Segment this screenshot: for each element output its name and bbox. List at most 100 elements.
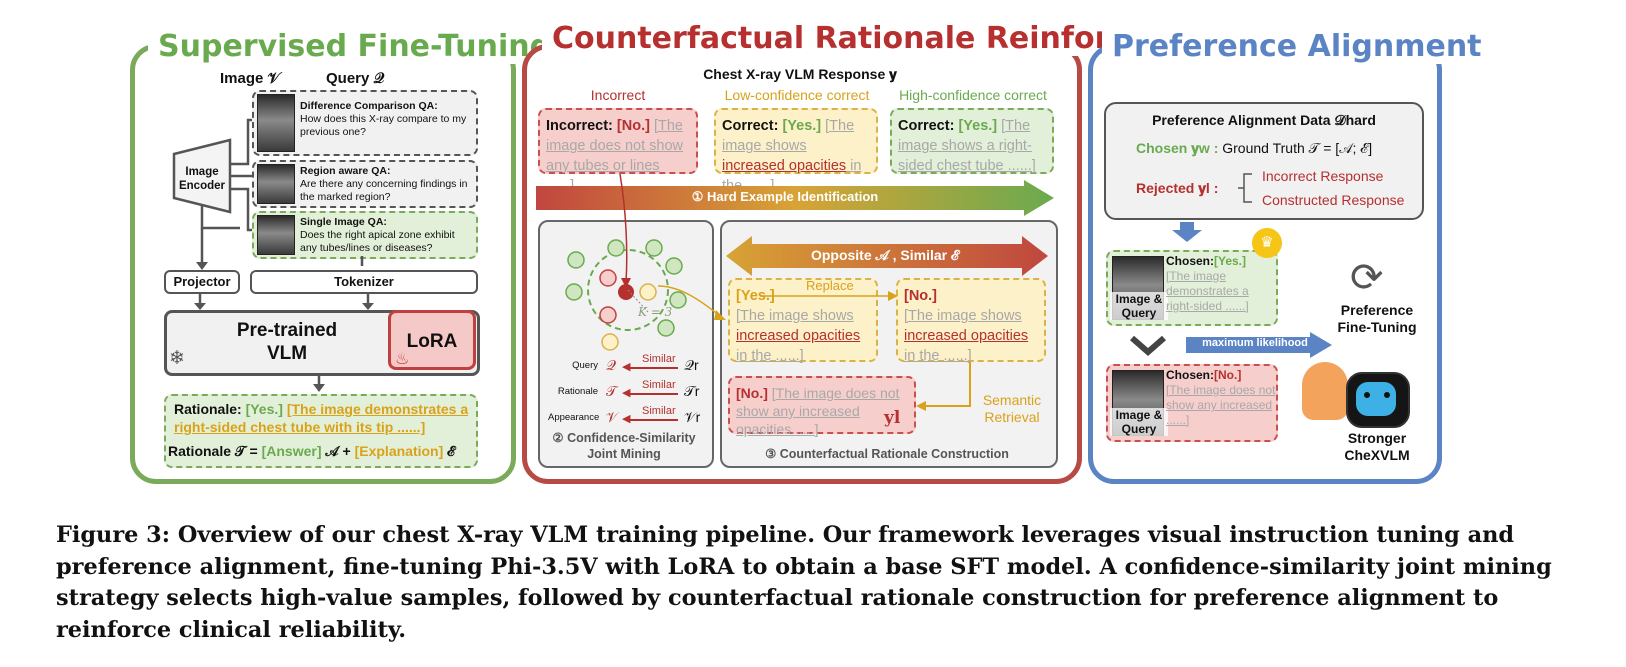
rationale-answer: [Yes.] xyxy=(245,401,283,417)
resp-text: [The image shows xyxy=(722,118,855,154)
pft-label: Preference Fine-Tuning xyxy=(1337,302,1417,335)
formula-answer: [Answer] xyxy=(261,443,322,459)
row-sym-r: 𝒯r xyxy=(684,383,700,399)
image-encoder-label: Image Encoder xyxy=(178,166,225,192)
opposite-arrow xyxy=(726,236,1048,276)
vlm-label: Pre-trained VLM xyxy=(236,320,338,364)
replace-label: Replace xyxy=(806,278,854,293)
resp-answer: [Yes.] xyxy=(782,118,822,134)
sft-title: Supervised Fine-Tuning xyxy=(148,30,562,64)
resp-answer: [No.] xyxy=(616,118,650,134)
image-encoder-shape xyxy=(172,138,232,214)
qa-text: Are there any concerning findings in the… xyxy=(300,178,468,203)
qa-text: How does this X-ray compare to my previo… xyxy=(300,113,467,138)
qa-text: Does the right apical zone exhibit any t… xyxy=(300,229,455,254)
qa-title: Region aware QA: xyxy=(300,165,391,177)
rationale-label: Rationale: xyxy=(174,401,242,417)
mining-box xyxy=(538,220,714,468)
resp-highlight: increased opacities xyxy=(722,158,847,174)
hard-example-label: ① Hard Example Identification xyxy=(691,189,879,204)
yes-box: [Yes.] [The image shows increased opacit… xyxy=(728,278,878,364)
qa-region: Region aware QA: Are there any concernin… xyxy=(252,160,478,208)
yes-answer: [Yes.] xyxy=(736,288,775,304)
refresh-icon: ⟳ xyxy=(1350,256,1384,300)
stronger-label: Stronger CheXVLM xyxy=(1344,430,1410,463)
response-lowconf: Correct: [Yes.] [The image shows increas… xyxy=(714,108,878,194)
opposite-label: Opposite 𝒜 , Similar ℰ xyxy=(810,247,960,263)
rationale-text: [The image demonstrates a right-sided ch… xyxy=(174,401,469,435)
semantic-retrieval-label: Semantic Retrieval xyxy=(982,392,1042,425)
retrieval-arrow xyxy=(916,362,971,411)
col-incorrect: Incorrect xyxy=(590,87,646,103)
rejected-item: Incorrect Response xyxy=(1262,168,1384,184)
row-similar: Similar xyxy=(642,379,676,391)
xray-thumbnail xyxy=(257,94,295,152)
resp-label: Incorrect: xyxy=(546,118,613,134)
row-sym: 𝒱 xyxy=(606,409,618,425)
yl-text: [The image does not show any increased o… xyxy=(736,385,900,437)
replace-arrow xyxy=(760,291,898,301)
muscle-icon xyxy=(1302,362,1348,420)
no-text-end: in the ......] xyxy=(904,348,972,364)
crr-title: Counterfactual Rationale Reinforce xyxy=(542,22,1158,56)
tokenizer-box: Tokenizer xyxy=(250,270,478,294)
yl-answer: [No.] xyxy=(736,385,768,401)
row-similar: Similar xyxy=(642,405,676,417)
construction-label: ③ Counterfactual Rationale Construction xyxy=(765,447,1009,461)
chevron-down-icon xyxy=(1130,335,1166,356)
yl-box: [No.] [The image does not show any incre… xyxy=(728,376,916,437)
no-box: [No.] [The image shows increased opaciti… xyxy=(896,278,1046,364)
xray-thumbnail xyxy=(257,164,295,204)
response-incorrect: Incorrect: [No.] [The image does not sho… xyxy=(538,108,698,194)
formula-prefix: Rationale 𝒯 = xyxy=(168,443,258,459)
card-img-label: Image & Query xyxy=(1110,292,1168,320)
formula-e: ℰ xyxy=(447,443,456,459)
row-sym-r: 𝒬r xyxy=(684,357,699,373)
yl-symbol: 𝐲l xyxy=(884,408,901,428)
no-answer: [No.] xyxy=(904,288,938,304)
resp-text: [The image shows a right-sided chest tub… xyxy=(898,118,1036,174)
resp-label: Correct: xyxy=(722,118,779,134)
fire-icon: ♨ xyxy=(395,351,410,368)
flow-curves xyxy=(619,173,726,320)
likelihood-arrow xyxy=(1186,332,1332,358)
yes-text: [The image shows xyxy=(736,308,854,324)
no-highlight: increased opacities xyxy=(904,328,1029,344)
snowflake-icon: ❄ xyxy=(169,348,185,369)
yes-highlight: increased opacities xyxy=(736,328,861,344)
chosen-label: Chosen 𝐲w : xyxy=(1136,140,1219,156)
row-sym: 𝒯 xyxy=(606,383,617,399)
card-chosen: Chosen: xyxy=(1166,368,1214,382)
figure-caption: Figure 3: Overview of our chest X-ray VL… xyxy=(56,522,1552,643)
sft-connectors xyxy=(172,118,374,392)
rejected-item: Constructed Response xyxy=(1262,192,1405,208)
lora-label: LoRA xyxy=(406,331,458,352)
robot-icon xyxy=(1346,372,1410,428)
query-label: Query 𝒬 xyxy=(326,70,385,87)
qa-difference: Difference Comparison QA: How does this … xyxy=(252,90,478,156)
yes-text-end: in the ......] xyxy=(736,348,804,364)
col-lowconf: Low-confidence correct xyxy=(724,87,870,103)
pa-title: Preference Alignment xyxy=(1102,30,1492,64)
lora-box: LoRA ♨ xyxy=(388,310,476,370)
mining-diagram xyxy=(565,239,687,351)
projector-box: Projector xyxy=(164,270,240,294)
response-header: Chest X-ray VLM Response 𝐲 xyxy=(703,66,897,82)
xray-thumbnail xyxy=(257,215,295,255)
col-highconf: High-confidence correct xyxy=(899,87,1047,103)
row-sym: 𝒬 xyxy=(606,357,617,373)
qa-title: Single Image QA: xyxy=(300,216,387,228)
rejected-bracket xyxy=(1238,173,1252,203)
row-similar: Similar xyxy=(642,353,676,365)
chosen-card-yes: Image & Query Chosen:[Yes.] [The image d… xyxy=(1106,250,1278,326)
formula-a: 𝒜 + xyxy=(325,443,351,459)
rejected-label: Rejected 𝐲l : xyxy=(1136,180,1219,196)
joint-mining-label: ② Confidence-Similarity Joint Mining xyxy=(552,431,696,461)
resp-label: Correct: xyxy=(898,118,955,134)
formula-expl: [Explanation] xyxy=(354,443,444,459)
card-img-label: Image & Query xyxy=(1110,408,1168,436)
card-chosen: Chosen: xyxy=(1166,254,1214,268)
likelihood-label: maximum likelihood xyxy=(1202,337,1308,349)
mining-row: Appearance 𝒱 Similar ◀ 𝒱r xyxy=(548,405,701,425)
pa-data-title: Preference Alignment Data 𝒟hard xyxy=(1152,112,1376,128)
